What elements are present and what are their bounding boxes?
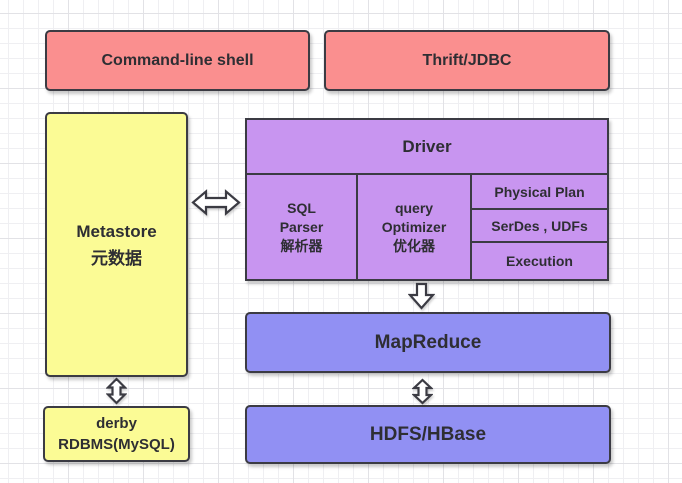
sql-parser-line3: 解析器 (280, 237, 323, 254)
node-command-line-shell-label: Command-line shell (101, 51, 254, 69)
node-thrift-jdbc-label: Thrift/JDBC (422, 51, 512, 69)
node-thrift-jdbc: Thrift/JDBC (324, 30, 610, 91)
query-optimizer-line2: Optimizer (381, 218, 447, 235)
node-mapreduce-label: MapReduce (374, 331, 482, 353)
node-driver-label: Driver (402, 136, 452, 156)
node-query-optimizer: query Optimizer 优化器 (358, 175, 472, 279)
driver-mapreduce-arrow-icon (408, 282, 435, 310)
node-serdes-udfs-label: SerDes , UDFs (491, 217, 588, 234)
node-derby-rdbms: derby RDBMS(MySQL) (43, 406, 190, 462)
sql-parser-line2: Parser (279, 218, 324, 235)
node-physical-plan-label: Physical Plan (494, 183, 585, 200)
node-derby-sublabel: RDBMS(MySQL) (58, 436, 175, 453)
driver-body: SQL Parser 解析器 query Optimizer 优化器 Physi… (247, 175, 607, 279)
metastore-derby-arrow-icon (106, 377, 127, 405)
node-execution-label: Execution (506, 253, 573, 269)
metastore-driver-arrow-icon (191, 189, 241, 216)
node-driver: Driver SQL Parser 解析器 query Optimizer 优化… (245, 118, 609, 281)
node-serdes-udfs: SerDes , UDFs (472, 210, 607, 243)
node-mapreduce: MapReduce (245, 312, 611, 373)
query-optimizer-line1: query (394, 199, 434, 216)
node-derby-label: derby (96, 415, 137, 432)
mapreduce-hdfs-arrow-icon (412, 378, 433, 405)
node-command-line-shell: Command-line shell (45, 30, 310, 91)
query-optimizer-line3: 优化器 (393, 237, 435, 254)
node-hdfs-hbase-label: HDFS/HBase (369, 423, 487, 445)
node-metastore-sublabel: 元数据 (91, 248, 142, 268)
node-hdfs-hbase: HDFS/HBase (245, 405, 611, 464)
node-physical-plan: Physical Plan (472, 175, 607, 210)
node-execution: Execution (472, 243, 607, 279)
node-sql-parser: SQL Parser 解析器 (247, 175, 358, 279)
driver-header: Driver (247, 120, 607, 175)
driver-right-column: Physical Plan SerDes , UDFs Execution (472, 175, 607, 279)
sql-parser-line1: SQL (287, 199, 316, 216)
node-metastore-label: Metastore (76, 221, 157, 241)
node-metastore: Metastore 元数据 (45, 112, 188, 377)
